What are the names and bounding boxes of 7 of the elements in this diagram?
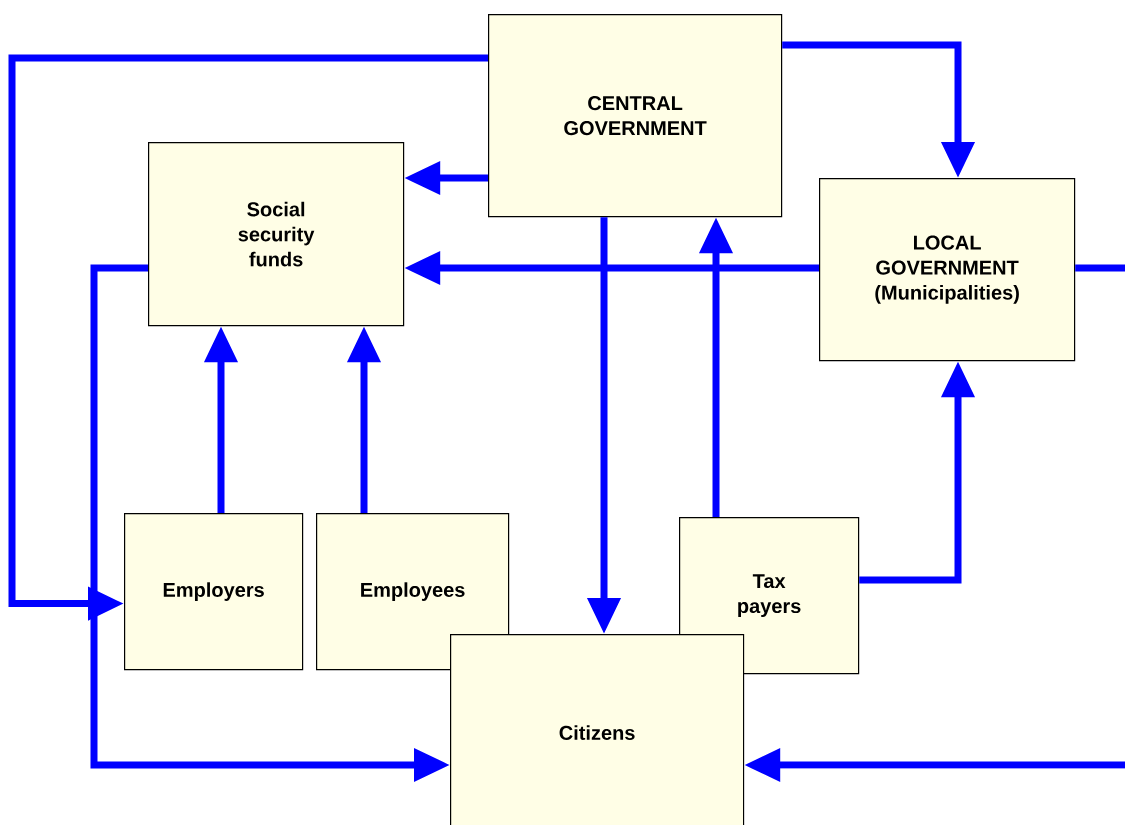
box: Social security funds: [148, 142, 405, 327]
box: Tax payers: [679, 517, 860, 675]
box: CENTRAL GOVERNMENT: [488, 14, 783, 218]
box: Employers: [124, 513, 304, 671]
box: Citizens: [450, 634, 745, 825]
box: Employees: [316, 513, 510, 671]
box: LOCAL GOVERNMENT (Municipalities): [819, 178, 1076, 362]
